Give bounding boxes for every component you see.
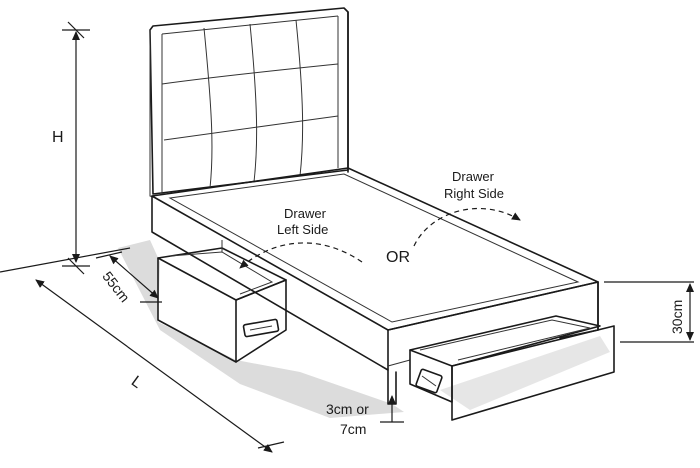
headboard: [149, 7, 349, 199]
drawer-height-dimension: [604, 281, 694, 343]
or-label: OR: [386, 249, 410, 266]
length-label: L: [128, 373, 145, 392]
drawer-left-label-line1: Drawer: [284, 206, 327, 221]
left-drawer: [157, 240, 287, 363]
drawer-right-label-line1: Drawer: [452, 169, 495, 184]
clearance-dimension: [380, 395, 404, 423]
right-drawer: [409, 315, 615, 421]
height-dimension: [62, 21, 90, 275]
floor-shadow-right: [440, 336, 610, 410]
clearance-label-line2: 7cm: [340, 421, 366, 437]
drawer-left-label-line2: Left Side: [277, 222, 328, 237]
drawer-right-arrow: [413, 207, 521, 247]
drawer-right-label-line2: Right Side: [444, 186, 504, 201]
clearance-label-line1: 3cm or: [326, 401, 369, 417]
depth-dimension: [95, 251, 162, 303]
drawer-left-arrow: [239, 242, 363, 269]
depth-label: 55cm: [99, 268, 133, 305]
height-label: H: [52, 129, 64, 146]
length-dimension: [0, 247, 285, 453]
drawer-height-label: 30cm: [669, 300, 685, 334]
